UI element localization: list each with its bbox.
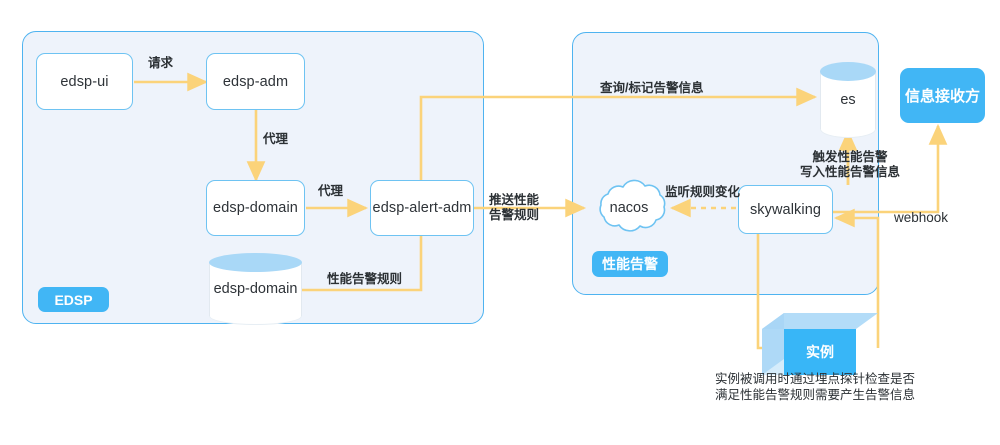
node-edsp-adm[interactable]: edsp-adm xyxy=(206,53,305,110)
edge-label-trigger-write-alert: 触发性能告警 写入性能告警信息 xyxy=(800,150,901,179)
caption-instance-probe: 实例被调用时通过埋点探针检查是否 满足性能告警规则需要产生告警信息 xyxy=(715,372,916,402)
node-es-label: es xyxy=(840,92,856,108)
edge-label-listen-rule-change: 监听规则变化 xyxy=(665,185,741,199)
edge-label-webhook: webhook xyxy=(894,210,949,225)
node-receiver-label: 信息接收方 xyxy=(904,88,980,105)
node-edsp-domain-service[interactable]: edsp-domain xyxy=(206,180,305,236)
node-edsp-domain-db[interactable]: edsp-domain xyxy=(209,253,302,325)
edge-label-request: 请求 xyxy=(148,56,174,70)
node-edsp-alert-adm-label: edsp-alert-adm xyxy=(372,200,472,216)
node-edsp-ui[interactable]: edsp-ui xyxy=(36,53,133,110)
badge-performance-alert: 性能告警 xyxy=(592,251,668,277)
edge-label-proxy-adm: 代理 xyxy=(263,132,289,146)
es-cylinder-top xyxy=(820,62,876,81)
edge-label-perf-alert-rule: 性能告警规则 xyxy=(327,272,403,286)
badge-edsp: EDSP xyxy=(38,287,109,312)
edge-label-push-perf-rule: 推送性能 告警规则 xyxy=(489,193,540,222)
node-instance-label: 实例 xyxy=(806,344,834,360)
node-edsp-alert-adm[interactable]: edsp-alert-adm xyxy=(370,180,474,236)
node-skywalking-label: skywalking xyxy=(749,201,822,218)
badge-performance-alert-label: 性能告警 xyxy=(602,256,658,272)
node-instance[interactable]: 实例 xyxy=(762,313,878,375)
node-receiver[interactable]: 信息接收方 xyxy=(900,68,985,123)
node-nacos[interactable]: nacos xyxy=(586,178,672,238)
node-edsp-domain-service-label: edsp-domain xyxy=(213,200,298,216)
node-nacos-label: nacos xyxy=(609,200,649,216)
edge-label-query-mark-alert: 查询/标记告警信息 xyxy=(600,81,704,95)
node-edsp-adm-label: edsp-adm xyxy=(222,73,289,90)
badge-edsp-label: EDSP xyxy=(54,291,93,308)
node-edsp-ui-label: edsp-ui xyxy=(60,73,109,90)
cloud-shape xyxy=(599,179,666,232)
edge-label-proxy-domain: 代理 xyxy=(318,184,344,198)
node-skywalking[interactable]: skywalking xyxy=(738,185,833,234)
node-edsp-domain-db-label: edsp-domain xyxy=(213,281,298,297)
node-es[interactable]: es xyxy=(820,62,876,138)
